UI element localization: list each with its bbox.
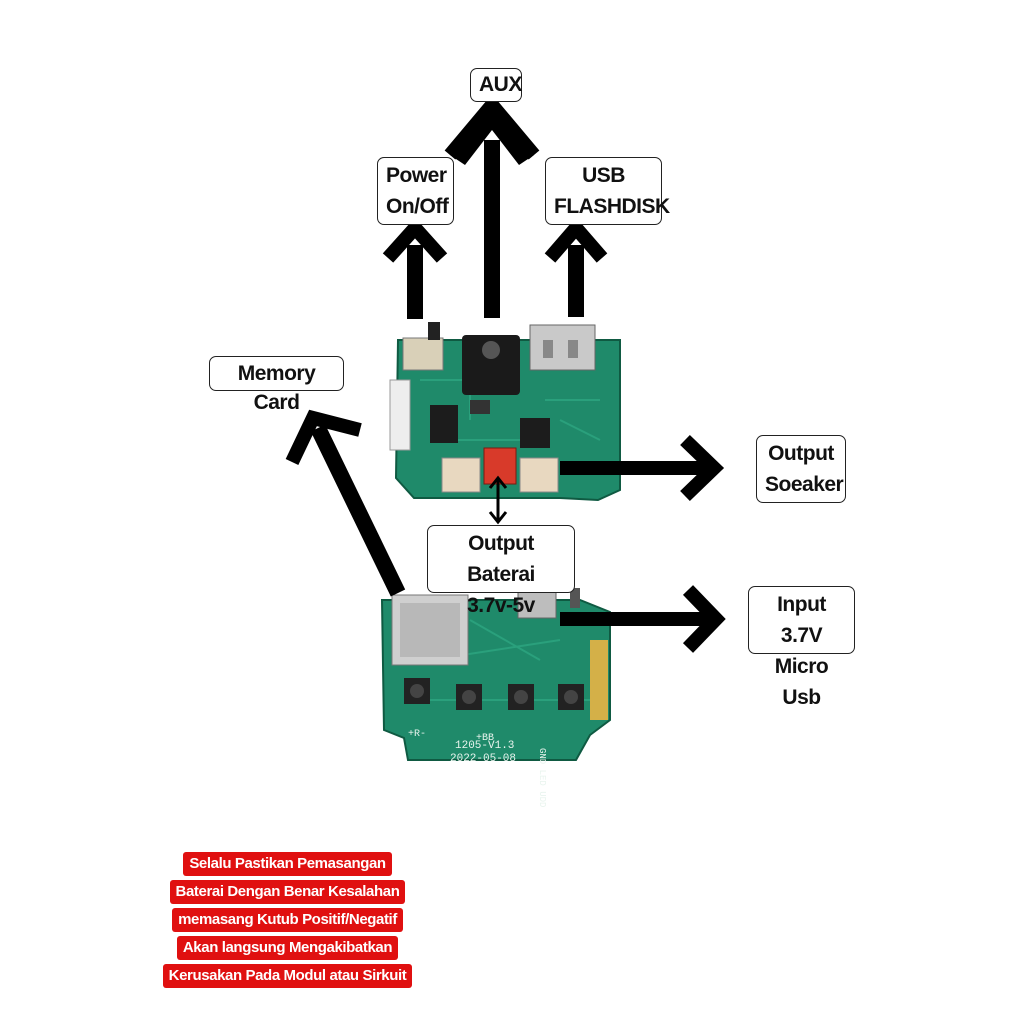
micro-usb-port [517,591,557,619]
arrow-input-micro-usb [560,585,726,653]
label-usb-line1: USB [582,164,625,187]
upper-pcb-board [389,322,621,502]
power-switch-lever [428,322,440,340]
warning-line-1: Selalu Pastikan Pemasangan [183,852,392,876]
label-power-line1: Power [386,164,447,187]
label-output-battery: Output Baterai 3.7v-5v [427,525,575,617]
lower-pcb-board: +R- +BB 1205-V1.3 2022-05-08 GND LED UDD [380,588,611,807]
label-memory-card-text: Memory Card [237,362,316,414]
label-output-speaker: Output Soeaker [756,435,846,503]
label-usb-line2: FLASHDISK [554,195,670,218]
warning-line-4: Akan langsung Mengakibatkan [176,936,399,960]
arrow-memory-card [285,409,406,597]
label-usb-flashdisk: USB FLASHDISK [545,157,670,225]
warning-line-5: Kerusakan Pada Modul atau Sirkuit [162,964,413,988]
board-edge-contacts [590,640,608,720]
label-input-micro-usb: Input 3.7V Micro Usb [748,586,855,709]
warning-line-3: memasang Kutub Positif/Negatif [172,908,403,932]
controller-chip [430,405,458,443]
label-battery-line2: 3.7v-5v [467,594,535,617]
pcb-text-r-minus: +R- [408,729,426,740]
pcb-text-model: 1205-V1.3 [455,740,514,752]
speaker-connector-left [389,379,411,451]
label-input-line2: Micro Usb [774,655,829,709]
label-power-line2: On/Off [386,195,449,218]
power-switch [402,337,444,371]
label-input-line1: Input 3.7V [777,593,826,647]
pcb-text-pins: GND LED UDD [537,748,547,807]
arrow-battery-output [488,475,508,525]
label-output-speaker-line2: Soeaker [765,473,844,496]
arrow-output-speaker [560,434,725,502]
usb-port [529,324,596,371]
label-power: Power On/Off [377,157,454,225]
tactile-buttons [404,678,584,710]
pcb-text-date: 2022-05-08 [450,753,516,765]
speaker-connector-b [519,457,559,493]
pcb-text-plus-b: +BB [476,733,494,744]
speaker-connector-a [441,457,481,493]
label-output-speaker-line1: Output [768,442,834,465]
arrow-usb [544,217,608,317]
label-aux: AUX [470,68,522,102]
label-battery-line1: Output Baterai [467,532,535,586]
amplifier-chip [520,418,550,448]
battery-connector [483,447,517,485]
aux-jack [462,335,520,395]
arrow-power [382,217,448,319]
label-aux-text: AUX [479,73,522,96]
warning-line-2: Baterai Dengan Benar Kesalahan [169,880,406,904]
label-memory-card: Memory Card [209,356,344,414]
warning-note: Selalu Pastikan Pemasangan Baterai Denga… [150,850,425,990]
arrow-aux [444,94,540,318]
